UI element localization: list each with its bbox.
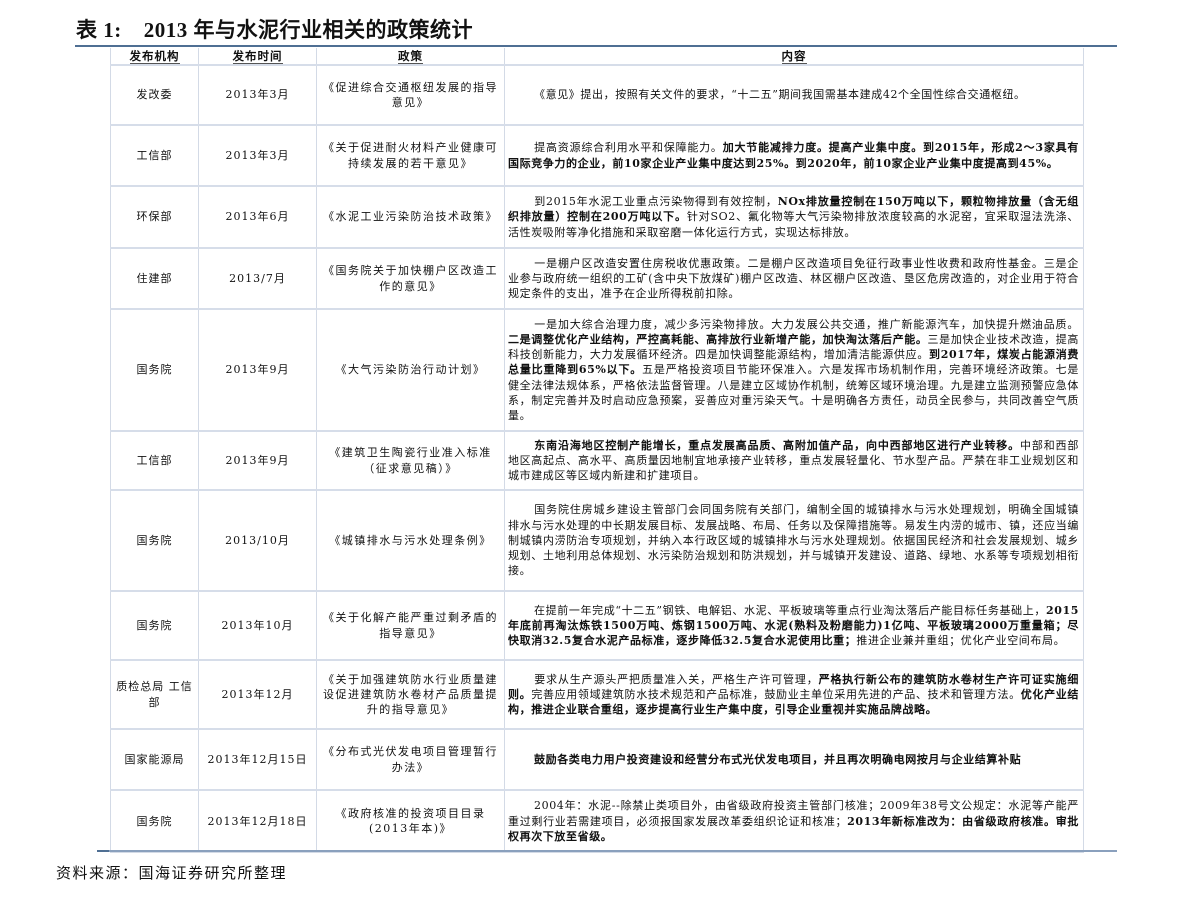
cell-agency: 质检总局 工信部 bbox=[110, 659, 199, 730]
cell-policy: 《关于加强建筑防水行业质量建设促进建筑防水卷材产品质量提升的指导意见》 bbox=[316, 659, 505, 730]
source-note: 资料来源：国海证券研究所整理 bbox=[56, 864, 288, 882]
cell-content: 鼓励各类电力用户投资建设和经营分布式光伏发电项目，并且再次明确电网按月与企业结算… bbox=[504, 728, 1084, 791]
cell-content: 到2015年水泥工业重点污染物得到有效控制，NOx排放量控制在150万吨以下，颗… bbox=[504, 185, 1084, 249]
content-segment: 要求从生产源头严把质量准入关，严格生产许可管理， bbox=[534, 672, 819, 686]
content-bold-segment: 优化产业结构，推进企业联合重组，逐步提高行业生产集中度，引导企业重视并实施品牌战… bbox=[508, 687, 1079, 717]
cell-agency: 住建部 bbox=[110, 247, 199, 310]
cell-policy: 《国务院关于加快棚户区改造工作的意见》 bbox=[316, 247, 505, 310]
content-bold-segment: 严格执行新公布的建筑防水卷材生产许可证实施细则。 bbox=[508, 672, 1079, 701]
table-title-text: 2013 年与水泥行业相关的政策统计 bbox=[143, 18, 473, 42]
cell-date: 2013年10月 bbox=[198, 590, 317, 661]
content-segment: 到2015年水泥工业重点污染物得到有效控制， bbox=[534, 195, 778, 209]
cell-content: 要求从生产源头严把质量准入关，严格生产许可管理，严格执行新公布的建筑防水卷材生产… bbox=[504, 659, 1084, 730]
cell-agency: 工信部 bbox=[110, 430, 199, 491]
cell-content: 2004年：水泥--除禁止类项目外，由省级政府投资主管部门核准；2009年38号… bbox=[504, 789, 1084, 853]
header-row: 发布机构 发布时间 政策 内容 bbox=[110, 48, 1084, 66]
content-segment: 一是棚户区改造安置住房税收优惠政策。二是棚户区改造项目免征行政事业性收费和政府性… bbox=[508, 256, 1079, 301]
content-segment: 针对SO2、氟化物等大气污染物排放浓度较高的水泥窑，宜采取湿法洗涤、活性炭吸附等… bbox=[508, 210, 1080, 239]
content-segment: 一是加大综合治理力度，减少多污染物排放。大力发展公共交通，推广新能源汽车，加快提… bbox=[534, 317, 1079, 331]
cell-date: 2013年9月 bbox=[198, 308, 317, 432]
content-segment: 《意见》提出，按照有关文件的要求，“十二五”期间我国需基本建成42个全国性综合交… bbox=[534, 88, 1026, 102]
cell-agency: 工信部 bbox=[110, 124, 199, 187]
cell-content: 《意见》提出，按照有关文件的要求，“十二五”期间我国需基本建成42个全国性综合交… bbox=[504, 64, 1084, 126]
content-bold-segment: NOx排放量控制在150万吨以下，颗粒物排放量（含无组织排放量）控制在200万吨… bbox=[508, 195, 1079, 224]
cell-policy: 《大气污染防治行动计划》 bbox=[316, 308, 505, 432]
content-bold-segment: 东南沿海地区控制产能增长，重点发展高品质、高附加值产品，向中西部地区进行产业转移… bbox=[534, 438, 1020, 452]
cell-agency: 国务院 bbox=[110, 789, 199, 853]
cell-agency: 国务院 bbox=[110, 308, 199, 432]
title-rule bbox=[75, 45, 1117, 47]
cell-policy: 《关于化解产能严重过剩矛盾的指导意见》 bbox=[316, 590, 505, 661]
cell-policy: 《水泥工业污染防治技术政策》 bbox=[316, 185, 505, 249]
cell-content: 提高资源综合利用水平和保障能力。加大节能减排力度。提高产业集中度。到2015年，… bbox=[504, 124, 1084, 187]
content-bold-segment: 到2017年，煤炭占能源消费总量比重降到65%以下。 bbox=[508, 348, 1079, 377]
content-segment: 在提前一年完成“十二五”钢铁、电解铝、水泥、平板玻璃等重点行业淘汰落后产能目标任… bbox=[534, 603, 1046, 617]
content-segment: 2004年：水泥--除禁止类项目外，由省级政府投资主管部门核准；2009年38号… bbox=[508, 799, 1079, 828]
header-date: 发布时间 bbox=[198, 48, 317, 66]
content-segment: 国务院住房城乡建设主管部门会同国务院有关部门，编制全国的城镇排水与污水处理规划，… bbox=[508, 503, 1079, 578]
content-segment: 推进企业兼并重组；优化产业空间布局。 bbox=[856, 634, 1066, 648]
cell-policy: 《城镇排水与污水处理条例》 bbox=[316, 489, 505, 592]
cell-policy: 《促进综合交通枢纽发展的指导意见》 bbox=[316, 64, 505, 126]
cell-agency: 国务院 bbox=[110, 489, 199, 592]
content-bold-segment: 加大节能减排力度。提高产业集中度。到2015年，形成2～3家具有国际竞争力的企业… bbox=[508, 141, 1079, 170]
table-number: 表 1: bbox=[76, 18, 122, 42]
content-bold-segment: 2015年底前再淘汰炼铁1500万吨、炼钢1500万吨、水泥(熟料及粉磨能力)1… bbox=[508, 603, 1079, 648]
header-agency: 发布机构 bbox=[110, 48, 199, 66]
cell-content: 东南沿海地区控制产能增长，重点发展高品质、高附加值产品，向中西部地区进行产业转移… bbox=[504, 430, 1084, 491]
content-bold-segment: 二是调整优化产业结构，严控高耗能、高排放行业新增产能，加快淘汰落后产能。 bbox=[508, 332, 928, 346]
cell-agency: 环保部 bbox=[110, 185, 199, 249]
cell-content: 在提前一年完成“十二五”钢铁、电解铝、水泥、平板玻璃等重点行业淘汰落后产能目标任… bbox=[504, 590, 1084, 661]
cell-agency: 国家能源局 bbox=[110, 728, 199, 791]
content-bold-segment: 鼓励各类电力用户投资建设和经营分布式光伏发电项目，并且再次明确电网按月与企业结算… bbox=[534, 752, 1022, 766]
cell-date: 2013年9月 bbox=[198, 430, 317, 491]
cell-date: 2013年6月 bbox=[198, 185, 317, 249]
header-content: 内容 bbox=[504, 48, 1084, 66]
cell-date: 2013年12月 bbox=[198, 659, 317, 730]
cell-date: 2013年12月18日 bbox=[198, 789, 317, 853]
table-title: 表 1: 2013 年与水泥行业相关的政策统计 bbox=[76, 14, 473, 44]
cell-content: 一是加大综合治理力度，减少多污染物排放。大力发展公共交通，推广新能源汽车，加快提… bbox=[504, 308, 1084, 432]
cell-policy: 《分布式光伏发电项目管理暂行办法》 bbox=[316, 728, 505, 791]
content-segment: 完善应用领域建筑防水技术规范和产品标准，鼓励业主单位采用先进的产品、技术和管理方… bbox=[531, 687, 1021, 701]
cell-agency: 国务院 bbox=[110, 590, 199, 661]
cell-content: 一是棚户区改造安置住房税收优惠政策。二是棚户区改造项目免征行政事业性收费和政府性… bbox=[504, 247, 1084, 310]
header-policy: 政策 bbox=[316, 48, 505, 66]
content-segment: 中部和西部地区高起点、高水平、高质量因地制宜地承接产业转移，重点发展轻量化、节水… bbox=[508, 438, 1079, 483]
bottom-rule bbox=[97, 850, 1117, 852]
cell-date: 2013年3月 bbox=[198, 64, 317, 126]
cell-policy: 《建筑卫生陶瓷行业准入标准（征求意见稿）》 bbox=[316, 430, 505, 491]
content-segment: 三是加快企业技术改造，提高科技创新能力，大力发展循环经济。四是加快调整能源结构，… bbox=[508, 332, 1079, 362]
cell-date: 2013年3月 bbox=[198, 124, 317, 187]
cell-agency: 发改委 bbox=[110, 64, 199, 126]
cell-date: 2013/10月 bbox=[198, 489, 317, 592]
cell-policy: 《关于促进耐火材料产业健康可持续发展的若干意见》 bbox=[316, 124, 505, 187]
content-segment: 提高资源综合利用水平和保障能力。 bbox=[534, 141, 723, 155]
content-segment: 五是严格投资项目节能环保准入。六是发挥市场机制作用，完善环境经济政策。七是健全法… bbox=[508, 363, 1079, 422]
cell-content: 国务院住房城乡建设主管部门会同国务院有关部门，编制全国的城镇排水与污水处理规划，… bbox=[504, 489, 1084, 592]
cell-policy: 《政府核准的投资项目目录(2013年本)》 bbox=[316, 789, 505, 853]
cell-date: 2013/7月 bbox=[198, 247, 317, 310]
cell-date: 2013年12月15日 bbox=[198, 728, 317, 791]
content-bold-segment: 2013年新标准改为：由省级政府核准。审批权再次下放至省级。 bbox=[508, 814, 1079, 843]
